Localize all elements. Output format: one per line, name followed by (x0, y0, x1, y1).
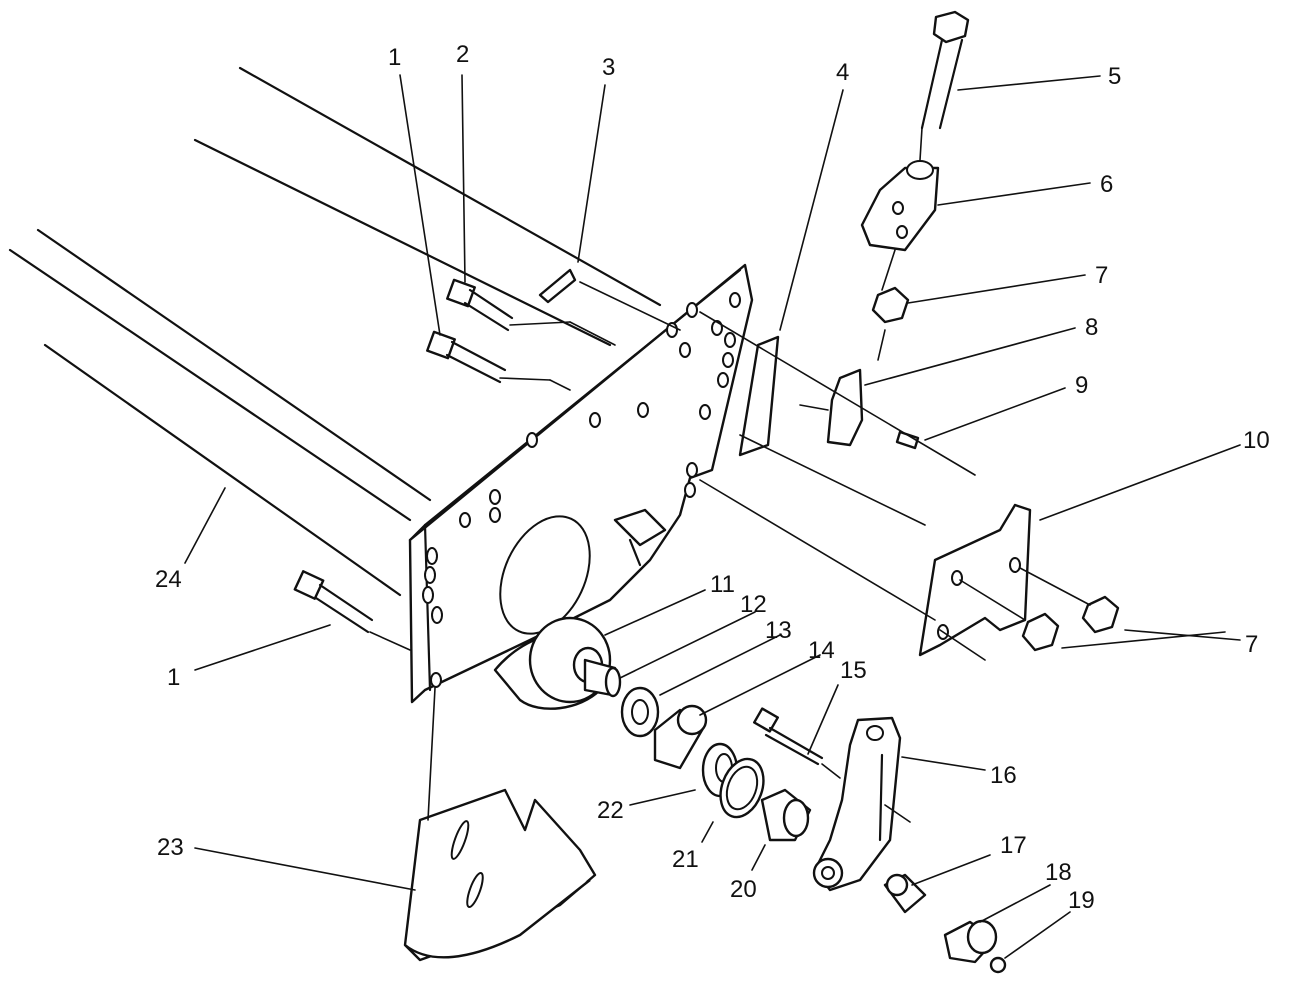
clip-3 (538, 268, 577, 304)
frame-rails (8, 66, 662, 597)
main-plate (408, 263, 754, 704)
callout-22: 22 (597, 797, 624, 824)
bushing-20 (760, 788, 812, 842)
callout-7b: 7 (1245, 631, 1258, 658)
callout-12: 12 (740, 591, 767, 618)
callout-24: 24 (155, 566, 182, 593)
clevis-6 (860, 160, 940, 252)
nut-7c (1021, 612, 1060, 652)
bearing-housing (493, 616, 622, 710)
callout-1b: 1 (167, 664, 180, 691)
bolts-1-2 (293, 278, 514, 634)
pin-9 (895, 430, 920, 450)
callout-13: 13 (765, 617, 792, 644)
arm-16 (812, 716, 911, 892)
callout-2: 2 (456, 41, 469, 68)
callout-9: 9 (1075, 372, 1088, 399)
plate-holes (422, 292, 741, 688)
callout-4: 4 (836, 59, 849, 86)
callout-6: 6 (1100, 171, 1113, 198)
leader-lines (184, 74, 1241, 959)
callout-8: 8 (1085, 314, 1098, 341)
callout-18: 18 (1045, 859, 1072, 886)
callout-1a: 1 (388, 44, 401, 71)
nut-7a (871, 286, 910, 324)
callout-14: 14 (808, 637, 835, 664)
callout-16: 16 (990, 762, 1017, 789)
callout-15: 15 (840, 657, 867, 684)
callout-10: 10 (1243, 427, 1270, 454)
callout-7a: 7 (1095, 262, 1108, 289)
callout-5: 5 (1108, 63, 1121, 90)
cap-18 (943, 919, 998, 964)
callout-3: 3 (602, 54, 615, 81)
callout-17: 17 (1000, 832, 1027, 859)
callout-23: 23 (157, 834, 184, 861)
nut-7b (1081, 595, 1120, 634)
bolt-15 (753, 707, 841, 779)
callout-11: 11 (710, 571, 735, 598)
sleeve-17 (883, 873, 927, 914)
grease-fitting-19 (989, 956, 1007, 974)
plate-4 (738, 335, 780, 457)
callout-21: 21 (672, 846, 699, 873)
bolt-5 (920, 10, 970, 130)
ring-21 (719, 757, 765, 819)
bracket-8 (826, 368, 864, 447)
shoe-23 (403, 788, 597, 962)
bracket-10 (918, 503, 1032, 657)
guide-lines (369, 127, 1091, 821)
callout-20: 20 (730, 876, 757, 903)
callout-labels: 1 2 3 4 5 6 7 8 9 10 7 11 12 13 14 15 16… (155, 41, 1270, 914)
callout-19: 19 (1068, 887, 1095, 914)
bearing-cup-14 (653, 704, 708, 770)
